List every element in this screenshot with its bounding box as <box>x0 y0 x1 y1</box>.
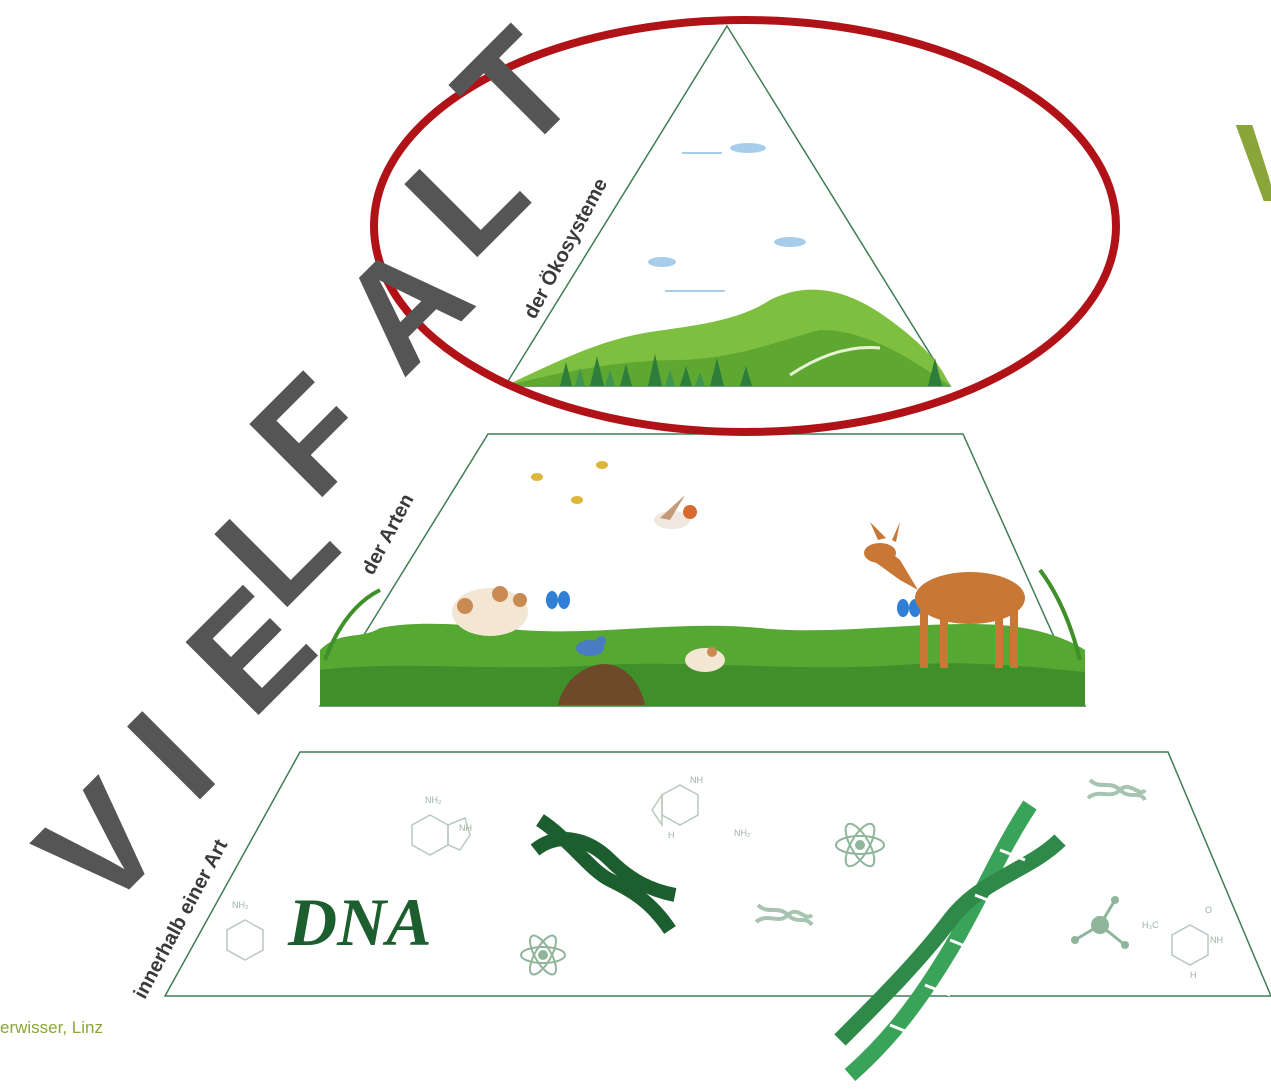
chem-label: NH₂ <box>734 828 751 838</box>
molecule-icon <box>1071 896 1129 949</box>
bee-icon <box>531 461 608 504</box>
tier-species <box>320 434 1085 706</box>
dna-helix-small-icons <box>756 780 1145 925</box>
credit-text: erwisser, Linz <box>0 1018 103 1038</box>
chem-label: NH <box>690 775 703 785</box>
chem-label: H <box>1190 970 1197 980</box>
bird-icon <box>654 495 697 529</box>
dna-helix-large-icon <box>840 805 1060 1075</box>
mountain-landscape <box>505 290 950 386</box>
chem-label: O <box>1205 905 1212 915</box>
butterfly-icon <box>546 591 921 617</box>
chem-label: NH₂ <box>425 795 442 805</box>
chem-label: NH <box>1210 935 1223 945</box>
dna-helix-icon <box>535 820 675 930</box>
clouds <box>648 143 806 292</box>
edge-letter: V <box>1235 100 1271 227</box>
mushroom-icon <box>452 586 528 636</box>
chem-label: NH₂ <box>232 900 249 910</box>
chem-label: NH <box>459 823 472 833</box>
tier-ecosystems <box>505 26 950 386</box>
chem-label: H <box>668 830 675 840</box>
dna-text: DNA <box>288 888 432 956</box>
chem-label: H₃C <box>1142 920 1159 930</box>
